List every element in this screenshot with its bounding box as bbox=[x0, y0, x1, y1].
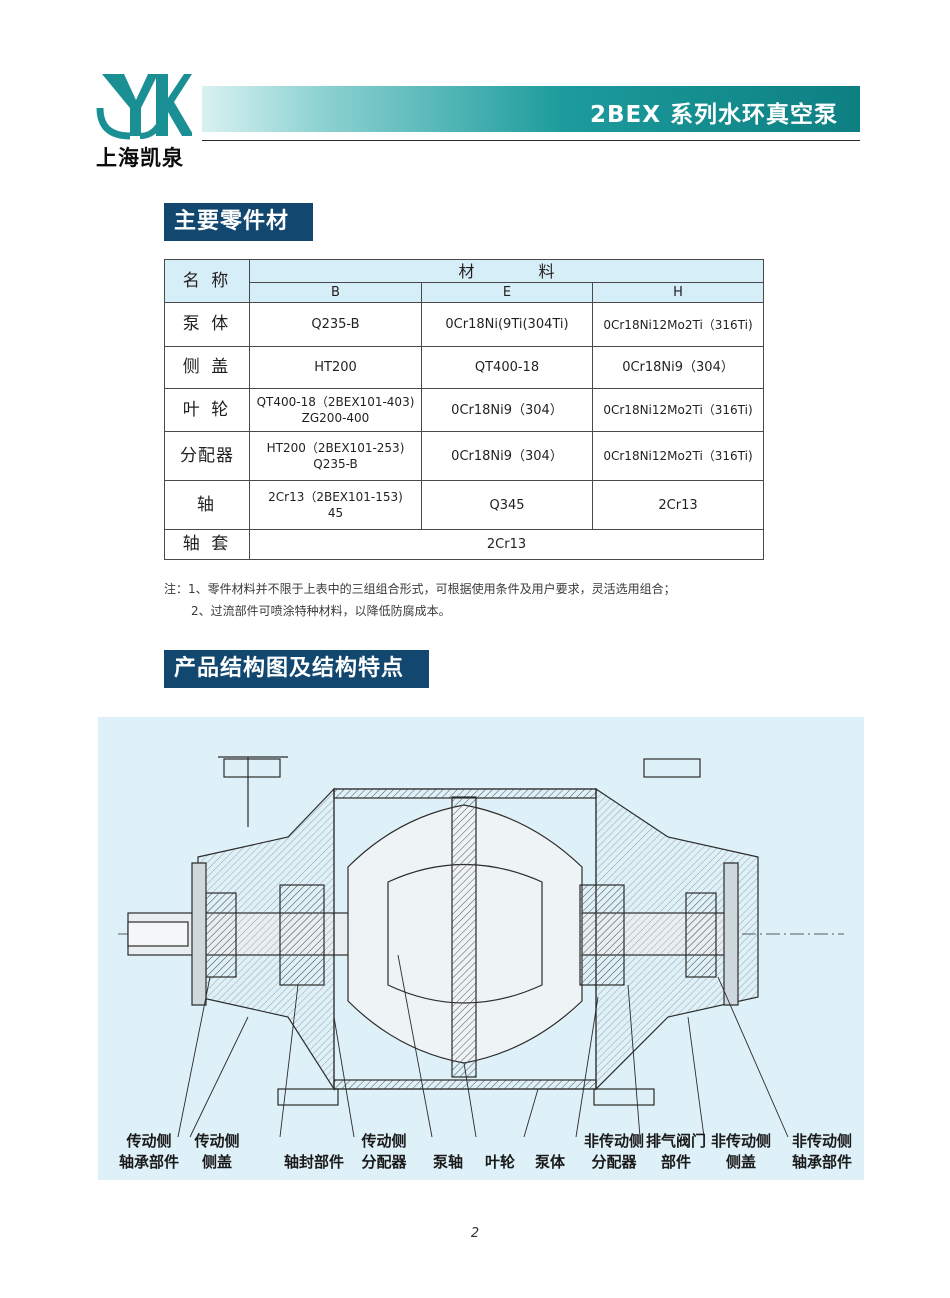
materials-table: 名 称 材 料 B E H 泵 体 Q235-B 0Cr18Ni(9Ti(304… bbox=[164, 259, 765, 560]
material-b: Q235-B bbox=[249, 302, 422, 347]
part-name: 分配器 bbox=[164, 431, 250, 481]
section-heading-structure: 产品结构图及结构特点 bbox=[164, 650, 429, 688]
label-pump-body: 泵体 bbox=[534, 1153, 565, 1171]
label-drive-distributor: 传动侧 分配器 bbox=[361, 1132, 407, 1171]
notes: 注：1、零件材料并不限于上表中的三组组合形式，可根据使用条件及用户要求，灵活选用… bbox=[164, 578, 676, 622]
material-e: QT400-18 bbox=[421, 346, 593, 389]
material-all: 2Cr13 bbox=[248, 529, 765, 560]
material-e: Q345 bbox=[421, 480, 593, 530]
material-h: 2Cr13 bbox=[591, 480, 765, 530]
table-row: 轴 2Cr13（2BEX101-153) 45 Q345 2Cr13 bbox=[164, 480, 765, 530]
table-row: 轴 套 2Cr13 bbox=[164, 529, 765, 560]
material-h: 0Cr18Ni12Mo2Ti（316Ti) bbox=[591, 431, 765, 481]
label-nondrive-side-cover: 非传动侧 侧盖 bbox=[710, 1132, 771, 1171]
grade-h: H bbox=[591, 282, 765, 303]
label-shaft-seal: 轴封部件 bbox=[283, 1153, 344, 1171]
logo-mark-icon bbox=[96, 74, 192, 140]
material-b: 2Cr13（2BEX101-153) 45 bbox=[249, 480, 422, 530]
material-b-line1: 2Cr13（2BEX101-153) bbox=[268, 490, 403, 504]
header-material: 材 料 bbox=[248, 259, 765, 283]
label-nondrive-bearing: 非传动侧 轴承部件 bbox=[791, 1132, 852, 1171]
material-b-line1: HT200（2BEX101-253) bbox=[266, 441, 405, 455]
grade-e: E bbox=[421, 282, 593, 303]
material-h: 0Cr18Ni12Mo2Ti（316Ti) bbox=[591, 302, 765, 347]
table-row: 叶 轮 QT400-18（2BEX101-403) ZG200-400 0Cr1… bbox=[164, 388, 765, 432]
grade-b: B bbox=[249, 282, 422, 303]
material-b: HT200 bbox=[249, 346, 422, 389]
page-title: 2BEX 系列水环真空泵 bbox=[590, 102, 838, 128]
table-grade-row: B E H bbox=[165, 282, 765, 303]
part-name: 轴 套 bbox=[164, 529, 250, 560]
part-name: 侧 盖 bbox=[164, 346, 250, 389]
material-b-line2: ZG200-400 bbox=[301, 411, 370, 425]
material-b-line2: 45 bbox=[327, 506, 344, 520]
material-b-line1: QT400-18（2BEX101-403) bbox=[256, 395, 415, 409]
part-name: 泵 体 bbox=[164, 302, 250, 347]
material-b-line2: Q235-B bbox=[313, 457, 358, 471]
section-heading-materials: 主要零件材 bbox=[164, 203, 313, 241]
material-b: QT400-18（2BEX101-403) ZG200-400 bbox=[249, 388, 422, 432]
material-e: 0Cr18Ni9（304） bbox=[421, 431, 593, 481]
note-line-2: 2、过流部件可喷涂特种材料，以降低防腐成本。 bbox=[191, 604, 451, 618]
material-h: 0Cr18Ni12Mo2Ti（316Ti) bbox=[591, 388, 765, 432]
table-header-row: 名 称 材 料 bbox=[164, 259, 765, 303]
material-e: 0Cr18Ni(9Ti(304Ti) bbox=[421, 302, 593, 347]
header-part-name: 名 称 bbox=[164, 259, 250, 303]
pump-cross-section-drawing bbox=[118, 756, 844, 1138]
label-nondrive-distributor: 非传动侧 分配器 bbox=[583, 1132, 644, 1171]
part-name: 轴 bbox=[164, 480, 250, 530]
logo-text: 上海凯泉 bbox=[96, 146, 184, 170]
label-drive-side-cover: 传动侧 侧盖 bbox=[194, 1132, 240, 1171]
company-logo: 上海凯泉 bbox=[96, 70, 192, 170]
label-impeller: 叶轮 bbox=[484, 1153, 515, 1171]
label-pump-shaft: 泵轴 bbox=[432, 1153, 463, 1171]
table-row: 泵 体 Q235-B 0Cr18Ni(9Ti(304Ti) 0Cr18Ni12M… bbox=[164, 302, 765, 347]
header-rule bbox=[202, 140, 860, 141]
material-e: 0Cr18Ni9（304） bbox=[421, 388, 593, 432]
table-row: 侧 盖 HT200 QT400-18 0Cr18Ni9（304） bbox=[164, 346, 765, 389]
label-drive-bearing: 传动侧 轴承部件 bbox=[118, 1132, 179, 1171]
pump-structure-diagram: 传动侧 轴承部件 传动侧 侧盖 轴封部件 传动侧 分配器 泵轴 叶轮 泵体 非传… bbox=[98, 717, 864, 1180]
part-name: 叶 轮 bbox=[164, 388, 250, 432]
material-b: HT200（2BEX101-253) Q235-B bbox=[249, 431, 422, 481]
title-bar: 2BEX 系列水环真空泵 bbox=[202, 86, 860, 132]
label-exhaust-valve: 排气阀门 部件 bbox=[645, 1132, 706, 1171]
page-number: 2 bbox=[470, 1226, 480, 1241]
note-line-1: 注：1、零件材料并不限于上表中的三组组合形式，可根据使用条件及用户要求，灵活选用… bbox=[164, 582, 676, 596]
table-row: 分配器 HT200（2BEX101-253) Q235-B 0Cr18Ni9（3… bbox=[164, 431, 765, 481]
material-h: 0Cr18Ni9（304） bbox=[591, 346, 765, 389]
